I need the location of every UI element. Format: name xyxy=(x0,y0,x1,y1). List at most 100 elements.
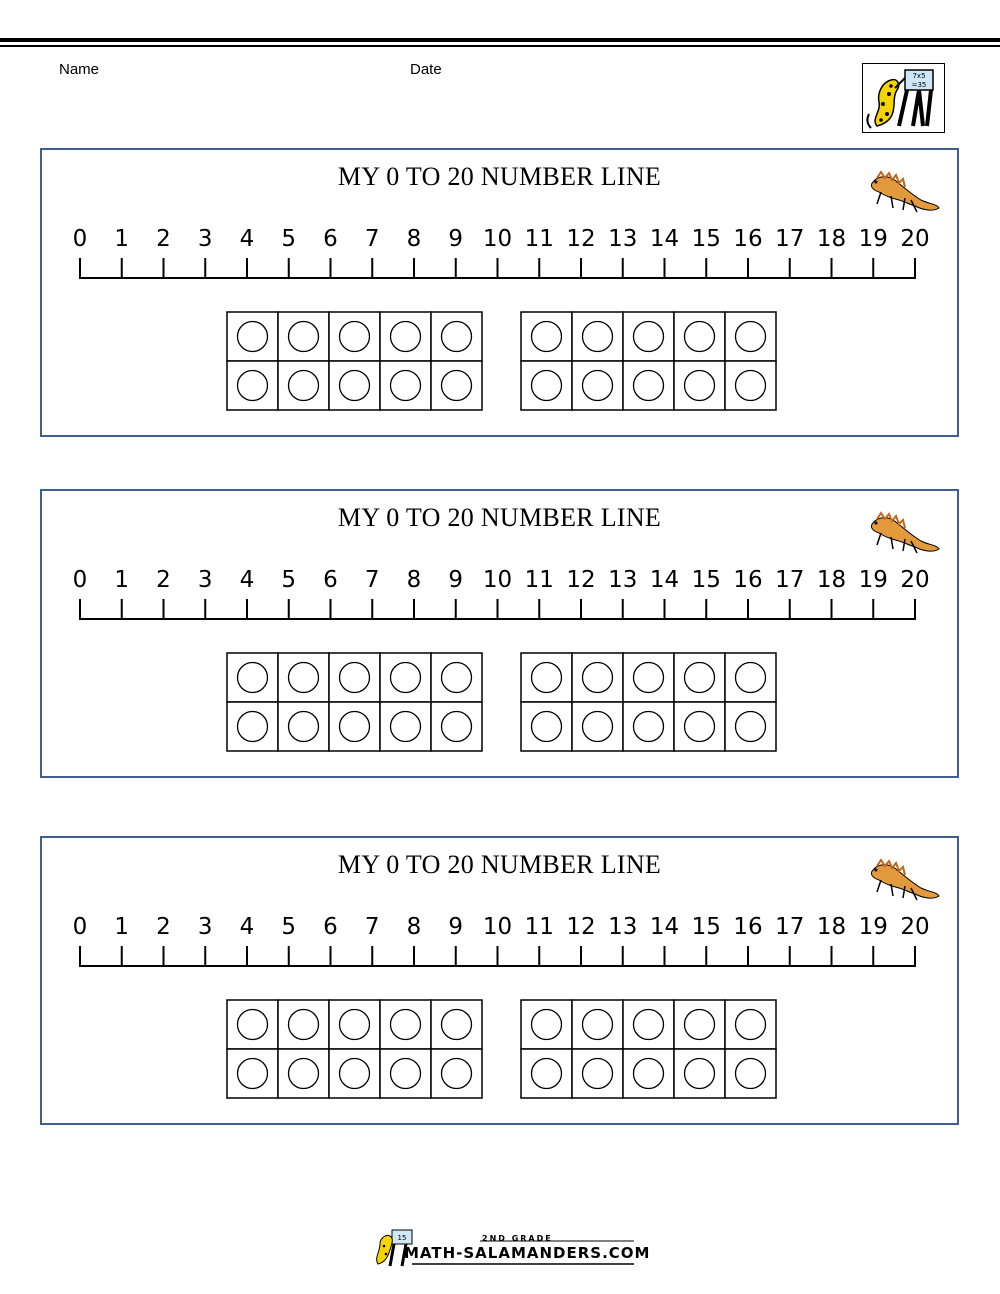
tick-label: 11 xyxy=(525,567,554,593)
tick-label: 6 xyxy=(323,914,338,940)
ten-frame-cell xyxy=(379,360,432,411)
counter-circle[interactable] xyxy=(632,661,665,694)
counter-circle[interactable] xyxy=(581,320,614,353)
counter-circle[interactable] xyxy=(440,320,473,353)
counter-circle[interactable] xyxy=(440,1057,473,1090)
counter-circle[interactable] xyxy=(632,369,665,402)
counter-circle[interactable] xyxy=(389,320,422,353)
ten-frame-cell xyxy=(724,360,777,411)
tick-label: 0 xyxy=(73,226,88,252)
counter-circle[interactable] xyxy=(338,710,371,743)
counter-circle[interactable] xyxy=(440,1008,473,1041)
ten-frame xyxy=(226,311,483,411)
counter-circle[interactable] xyxy=(389,1057,422,1090)
tick-label: 1 xyxy=(114,567,129,593)
math-salamander-logo-icon: 7x5 =35 xyxy=(862,63,945,133)
counter-circle[interactable] xyxy=(530,369,563,402)
ten-frame-cell xyxy=(622,1048,675,1099)
tick-label: 16 xyxy=(733,914,762,940)
counter-circle[interactable] xyxy=(530,320,563,353)
counter-circle[interactable] xyxy=(440,661,473,694)
counter-circle[interactable] xyxy=(683,1008,716,1041)
counter-circle[interactable] xyxy=(734,1008,767,1041)
footer-site: MATH-SALAMANDERS.COM xyxy=(404,1244,651,1262)
tick-label: 8 xyxy=(407,226,422,252)
counter-circle[interactable] xyxy=(683,369,716,402)
ten-frame-cell xyxy=(379,999,432,1050)
counter-circle[interactable] xyxy=(632,1057,665,1090)
tick-label: 5 xyxy=(281,226,296,252)
counter-circle[interactable] xyxy=(389,710,422,743)
counter-circle[interactable] xyxy=(632,1008,665,1041)
counter-circle[interactable] xyxy=(530,1008,563,1041)
counter-circle[interactable] xyxy=(683,710,716,743)
tick-label: 12 xyxy=(566,226,595,252)
counter-circle[interactable] xyxy=(338,1057,371,1090)
counter-circle[interactable] xyxy=(734,369,767,402)
tick-label: 6 xyxy=(323,567,338,593)
counter-circle[interactable] xyxy=(530,710,563,743)
counter-circle[interactable] xyxy=(581,710,614,743)
counter-circle[interactable] xyxy=(734,710,767,743)
tick-label: 18 xyxy=(817,567,846,593)
ten-frame-cell xyxy=(379,701,432,752)
counter-circle[interactable] xyxy=(287,369,320,402)
counter-circle[interactable] xyxy=(632,320,665,353)
counter-circle[interactable] xyxy=(683,661,716,694)
counter-circle[interactable] xyxy=(236,1057,269,1090)
counter-circle[interactable] xyxy=(236,710,269,743)
counter-circle[interactable] xyxy=(338,1008,371,1041)
counter-circle[interactable] xyxy=(683,1057,716,1090)
ten-frame-cell xyxy=(328,360,381,411)
counter-circle[interactable] xyxy=(287,710,320,743)
counter-circle[interactable] xyxy=(734,661,767,694)
counter-circle[interactable] xyxy=(581,661,614,694)
tick-label: 14 xyxy=(650,567,679,593)
counter-circle[interactable] xyxy=(236,320,269,353)
counter-circle[interactable] xyxy=(440,369,473,402)
counter-circle[interactable] xyxy=(389,369,422,402)
counter-circle[interactable] xyxy=(287,661,320,694)
tick-label: 8 xyxy=(407,567,422,593)
tick-label: 2 xyxy=(156,226,171,252)
counter-circle[interactable] xyxy=(734,320,767,353)
tick-label: 9 xyxy=(448,914,463,940)
counter-circle[interactable] xyxy=(581,1008,614,1041)
counter-circle[interactable] xyxy=(287,1008,320,1041)
tick-label: 10 xyxy=(483,914,512,940)
ten-frame-cell xyxy=(226,311,279,362)
ten-frame xyxy=(520,999,777,1099)
ten-frame-cell xyxy=(622,701,675,752)
counter-circle[interactable] xyxy=(581,1057,614,1090)
counter-circle[interactable] xyxy=(530,1057,563,1090)
tick-label: 2 xyxy=(156,914,171,940)
ten-frame xyxy=(226,999,483,1099)
counter-circle[interactable] xyxy=(734,1057,767,1090)
ten-frame-cell xyxy=(622,360,675,411)
counter-circle[interactable] xyxy=(236,1008,269,1041)
ten-frame-cell xyxy=(571,652,624,703)
counter-circle[interactable] xyxy=(581,369,614,402)
counter-circle[interactable] xyxy=(287,1057,320,1090)
counter-circle[interactable] xyxy=(338,661,371,694)
counter-circle[interactable] xyxy=(389,661,422,694)
counter-circle[interactable] xyxy=(236,369,269,402)
ten-frame-cell xyxy=(673,652,726,703)
ten-frame-cell xyxy=(379,652,432,703)
counter-circle[interactable] xyxy=(440,710,473,743)
counter-circle[interactable] xyxy=(530,661,563,694)
counter-circle[interactable] xyxy=(236,661,269,694)
counter-circle[interactable] xyxy=(632,710,665,743)
counter-circle[interactable] xyxy=(287,320,320,353)
tick-label: 10 xyxy=(483,226,512,252)
counter-circle[interactable] xyxy=(389,1008,422,1041)
counter-circle[interactable] xyxy=(338,320,371,353)
ten-frame-cell xyxy=(430,701,483,752)
ten-frame-cell xyxy=(520,360,573,411)
counter-circle[interactable] xyxy=(338,369,371,402)
tick-label: 1 xyxy=(114,226,129,252)
counter-circle[interactable] xyxy=(683,320,716,353)
tick-label: 15 xyxy=(692,914,721,940)
